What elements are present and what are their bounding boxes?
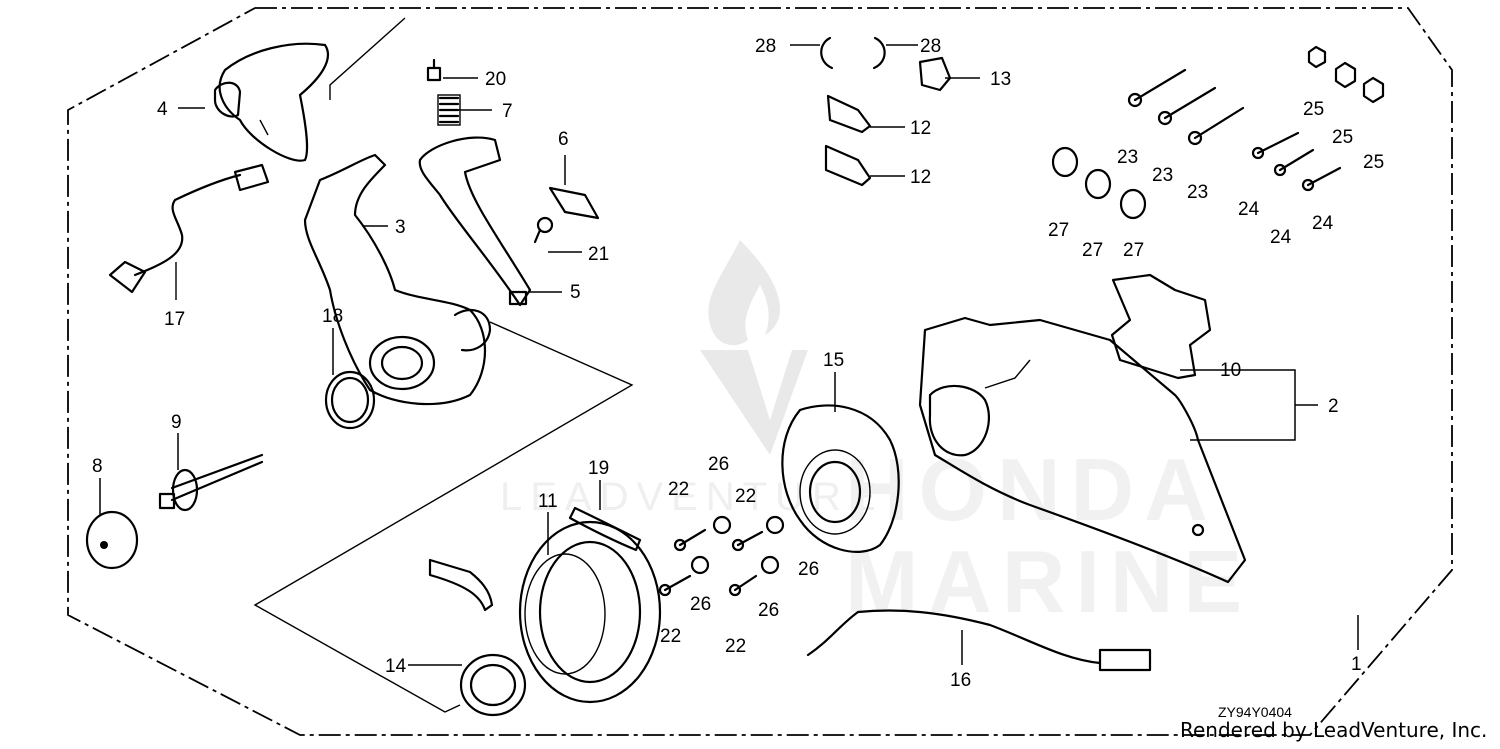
callout-11: 11 <box>538 491 558 512</box>
part-9-pivot-shaft <box>158 453 264 512</box>
part-5-lever-arm <box>418 136 532 307</box>
callout-27a: 27 <box>1048 220 1069 241</box>
part-24-screws <box>1251 131 1342 192</box>
part-22-screws <box>658 528 764 597</box>
svg-text:LEADVENTURE: LEADVENTURE <box>500 475 884 519</box>
callout-1: 1 <box>1351 654 1362 675</box>
part-13-clip <box>918 56 952 92</box>
callout-24b: 24 <box>1270 227 1292 248</box>
part-15-flange-plate <box>781 404 900 553</box>
callout-25a: 25 <box>1303 99 1324 120</box>
callout-3: 3 <box>395 217 406 238</box>
part-2-remote-control-housing <box>918 316 1247 584</box>
callout-27c: 27 <box>1123 240 1144 261</box>
callout-23b: 23 <box>1152 165 1173 186</box>
assembly-boundary <box>67 7 1453 736</box>
part-3-control-lever <box>303 153 492 406</box>
callout-8: 8 <box>92 456 103 477</box>
callout-24c: 24 <box>1312 213 1334 234</box>
callout-27b: 27 <box>1082 240 1103 261</box>
callout-21: 21 <box>588 244 609 265</box>
callout-25b: 25 <box>1332 127 1353 148</box>
part-10-gasket <box>1110 273 1212 380</box>
callout-16: 16 <box>950 670 971 691</box>
part-6-friction-plate <box>548 186 600 220</box>
part-16-wire-harness <box>806 609 1152 672</box>
callout-17: 17 <box>164 309 185 330</box>
part-19-strip <box>568 506 642 552</box>
callout-10: 10 <box>1220 360 1241 381</box>
callout-22d: 22 <box>725 636 746 657</box>
callout-18: 18 <box>322 306 343 327</box>
callout-26d: 26 <box>758 600 779 621</box>
render-credit: Rendered by LeadVenture, Inc. <box>1180 718 1488 742</box>
callout-13: 13 <box>990 69 1011 90</box>
callout-labels: 1 2 3 4 5 6 7 8 9 10 11 12 12 13 14 15 1… <box>92 36 1384 691</box>
callout-23a: 23 <box>1117 147 1138 168</box>
part-8-cap-plug <box>85 510 139 570</box>
drawing-code: ZY94Y0404 <box>1218 704 1292 720</box>
part-14-clip <box>428 558 494 612</box>
watermark-logo: LEADVENTURE HONDA MARINE <box>500 240 1252 631</box>
leader-lines <box>99 44 1359 666</box>
sub-assembly-outline <box>329 17 406 100</box>
callout-14: 14 <box>385 656 407 677</box>
callout-15: 15 <box>823 350 844 371</box>
part-20-screw <box>426 58 442 82</box>
callout-12b: 12 <box>910 167 931 188</box>
callout-19: 19 <box>588 458 609 479</box>
part-18-o-ring <box>324 370 376 430</box>
callout-7: 7 <box>502 101 513 122</box>
callout-2: 2 <box>1328 396 1339 417</box>
callout-5: 5 <box>570 282 581 303</box>
callout-22b: 22 <box>735 486 756 507</box>
callout-12a: 12 <box>910 118 931 139</box>
part-12-brackets <box>824 94 872 187</box>
part-7-spring <box>437 94 461 126</box>
callout-28a: 28 <box>755 36 776 57</box>
callout-22c: 22 <box>660 626 681 647</box>
svg-text:HONDA: HONDA <box>845 440 1218 539</box>
sub-assembly-outline-2 <box>253 321 634 713</box>
part-27-washers <box>1051 146 1147 220</box>
part-4-lever-grip <box>213 42 330 162</box>
part-11-reel-housing <box>518 520 662 704</box>
callout-6: 6 <box>558 129 569 150</box>
part-23-screws <box>1127 68 1245 146</box>
callout-24a: 24 <box>1238 199 1260 220</box>
callout-28b: 28 <box>920 36 941 57</box>
part-21-screw <box>533 216 554 244</box>
part-26-washers <box>690 515 785 575</box>
callout-9: 9 <box>171 412 182 433</box>
callout-4: 4 <box>157 99 168 120</box>
svg-text:MARINE: MARINE <box>845 532 1252 631</box>
part-14-gear-ring <box>459 653 527 717</box>
part-28-e-clips <box>820 36 886 70</box>
callout-26c: 26 <box>690 594 711 615</box>
callout-22a: 22 <box>668 479 689 500</box>
callout-20: 20 <box>485 69 506 90</box>
callout-26b: 26 <box>798 559 819 580</box>
callout-25c: 25 <box>1363 152 1384 173</box>
callout-26a: 26 <box>708 454 729 475</box>
part-17-switch-harness <box>108 163 270 300</box>
part-25-nuts <box>1307 45 1385 104</box>
callout-23c: 23 <box>1187 182 1208 203</box>
